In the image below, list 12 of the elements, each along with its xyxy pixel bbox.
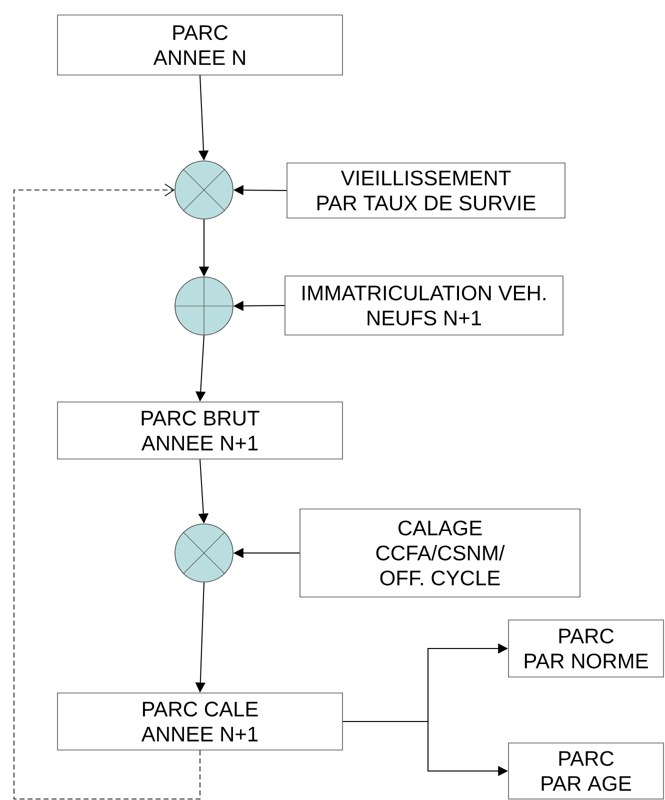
multiply-junction [174, 524, 234, 582]
process-box: PARC BRUT ANNEE N+1 [57, 402, 343, 460]
process-box: CALAGE CCFA/CSNM/ OFF. CYCLE [300, 508, 580, 598]
process-box: IMMATRICULATION VEH. NEUFS N+1 [284, 276, 564, 336]
process-box: PARC PAR NORME [508, 620, 664, 678]
process-box: PARC CALE ANNEE N+1 [57, 692, 343, 750]
process-box: VIEILLISSEMENT PAR TAUX DE SURVIE [286, 162, 566, 218]
multiply-junction [174, 160, 234, 220]
arrow [14, 184, 200, 800]
summing-junction [174, 276, 234, 336]
process-box: PARC ANNEE N [57, 14, 343, 76]
process-box: PARC PAR AGE [508, 742, 664, 800]
